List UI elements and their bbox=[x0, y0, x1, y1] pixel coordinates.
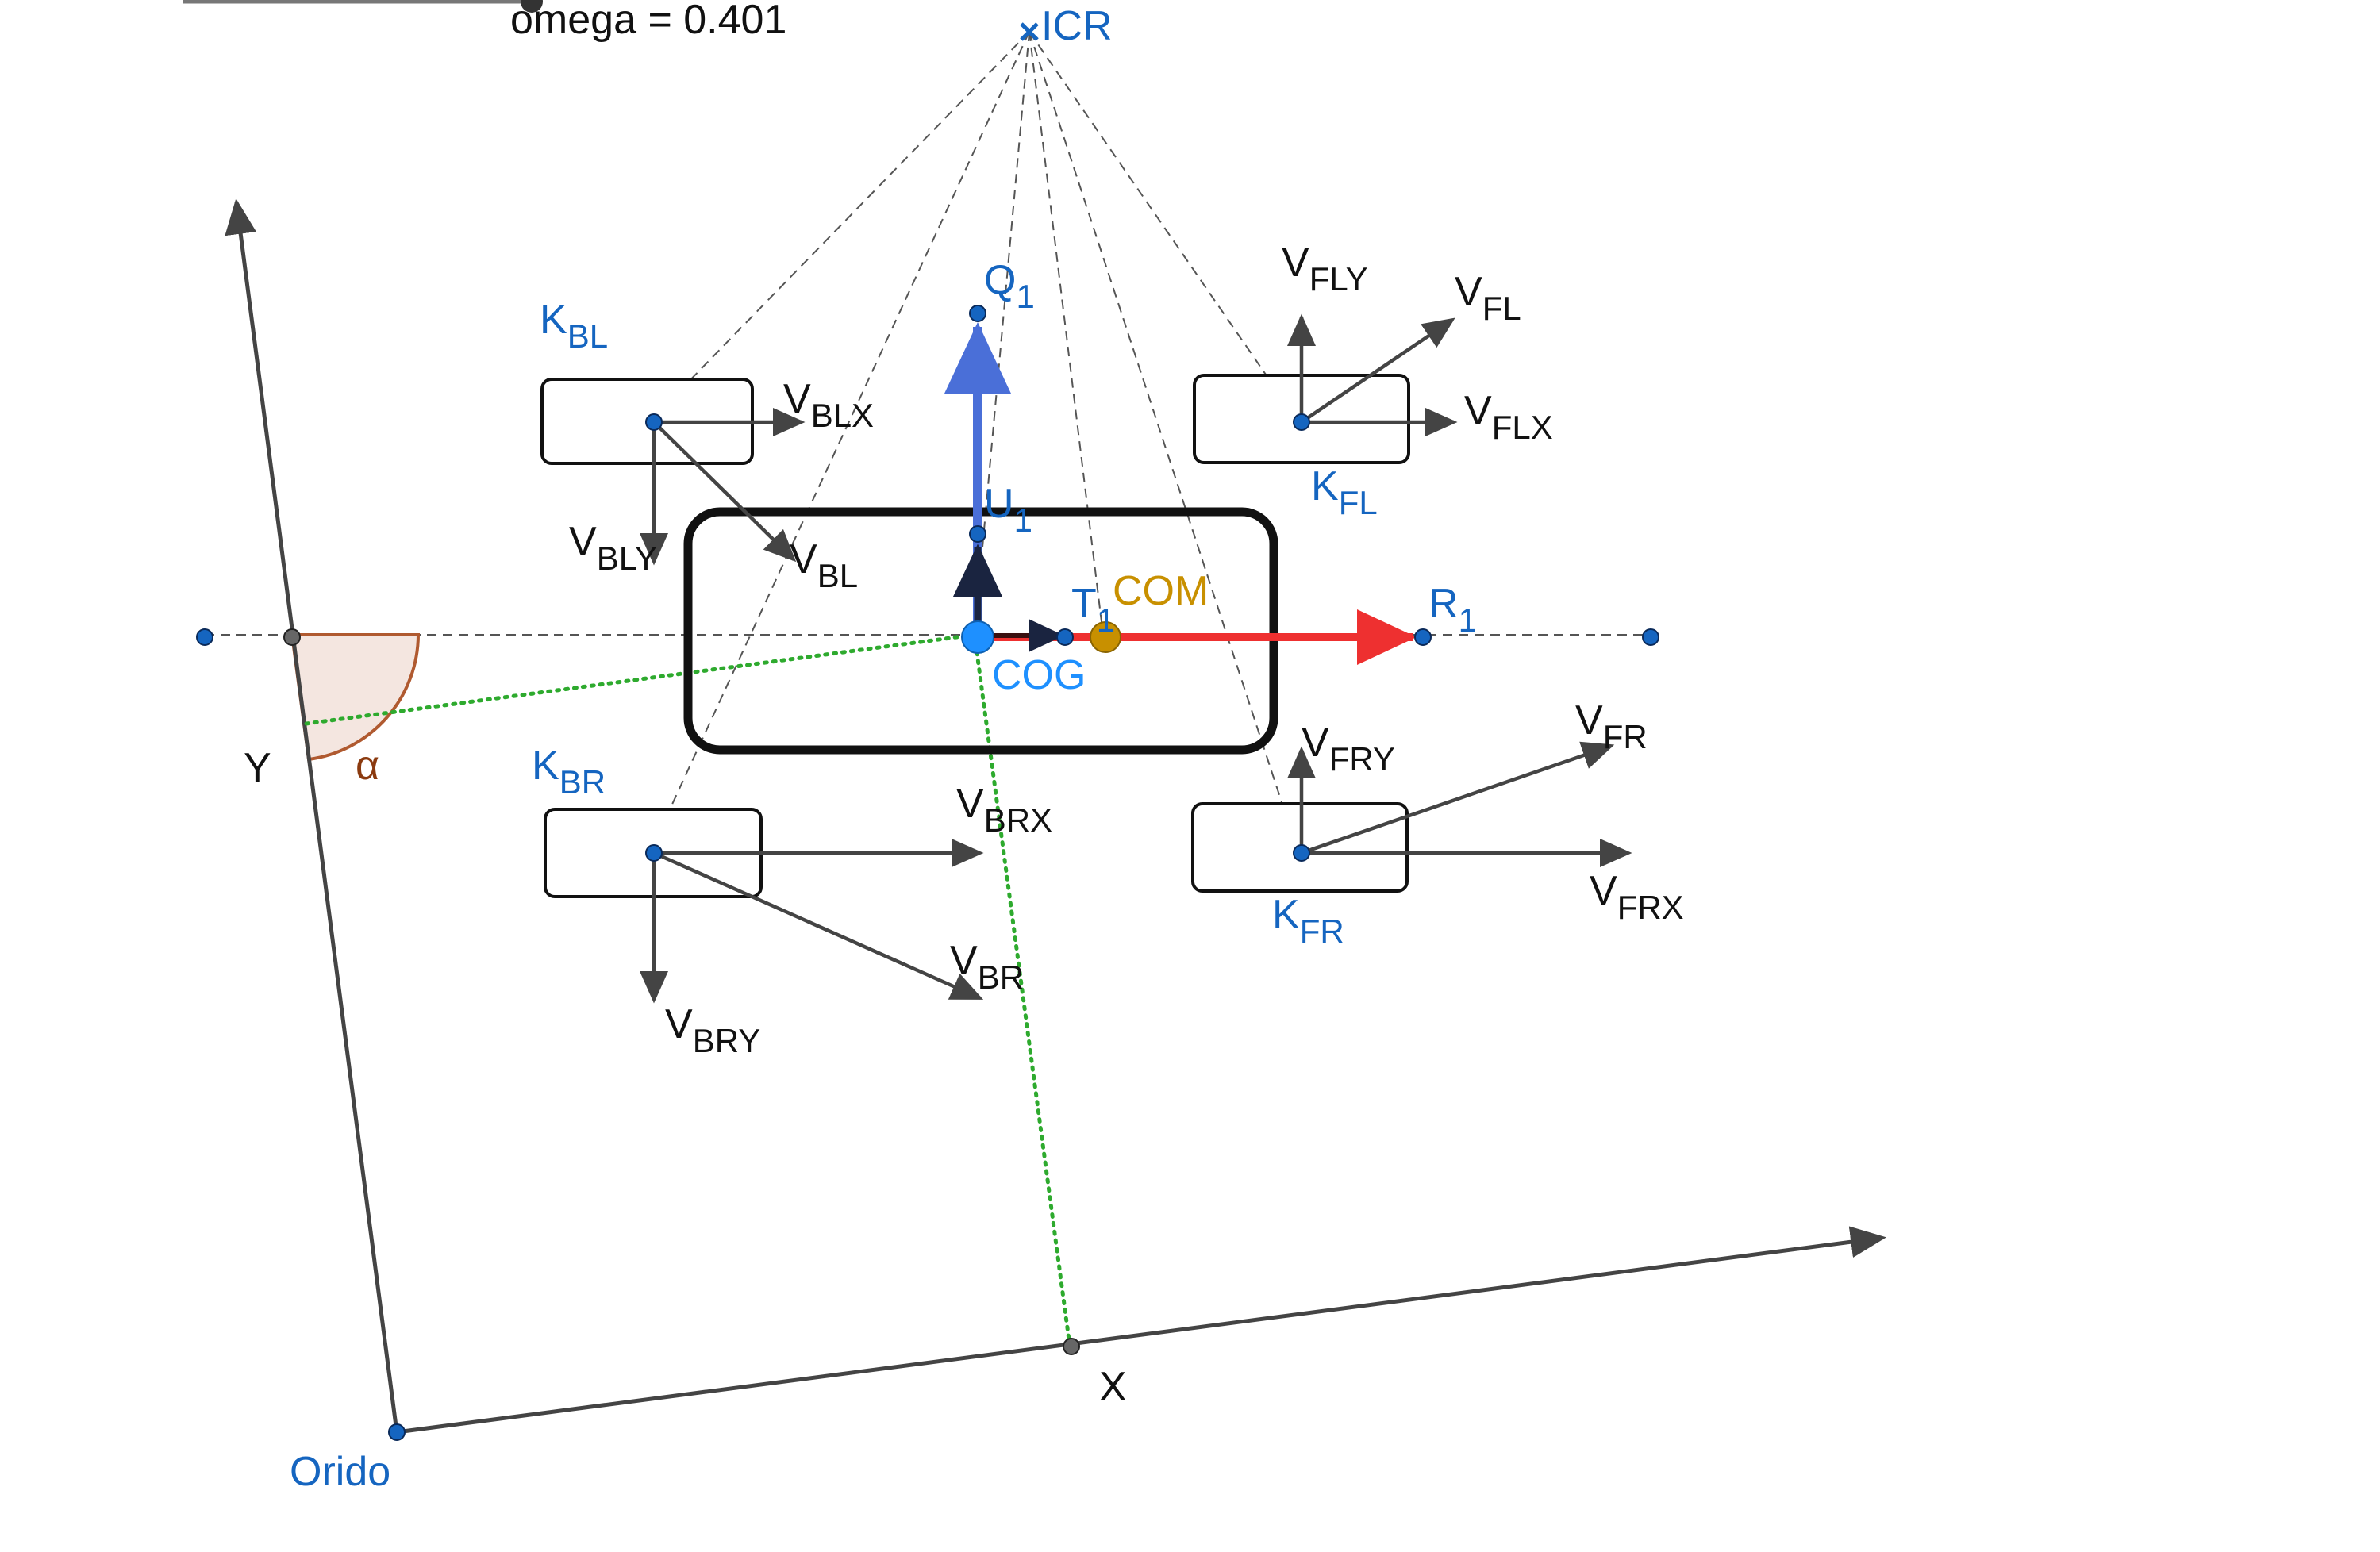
point-kfl[interactable] bbox=[1293, 413, 1310, 431]
icr-cross-icon[interactable] bbox=[1020, 22, 1039, 41]
x-axis-line bbox=[396, 1226, 1886, 1435]
point-kbr[interactable] bbox=[645, 844, 663, 862]
vector-vbl bbox=[652, 421, 797, 563]
point-y-intersection[interactable] bbox=[283, 628, 301, 646]
dash-icr-kbr bbox=[650, 31, 1030, 851]
label-kfl: KFL bbox=[1311, 463, 1378, 521]
label-cog: COG bbox=[992, 652, 1086, 698]
label-vfrx: VFRX bbox=[1590, 868, 1684, 926]
point-r1[interactable] bbox=[1414, 628, 1432, 646]
dash-icr-cog bbox=[974, 31, 1030, 636]
green-guide-cog-x bbox=[972, 632, 1072, 1348]
label-vbl: VBL bbox=[790, 536, 858, 594]
label-alpha: α bbox=[356, 743, 379, 789]
label-vflx: VFLX bbox=[1464, 388, 1553, 446]
label-icr: ICR bbox=[1041, 3, 1113, 49]
label-y-axis: Y bbox=[244, 745, 271, 791]
dash-icr-kfl bbox=[1029, 31, 1298, 421]
label-vbry: VBRY bbox=[665, 1001, 760, 1059]
dash-icr-com bbox=[1029, 31, 1104, 636]
point-u1[interactable] bbox=[969, 525, 986, 543]
y-axis-line bbox=[225, 198, 399, 1433]
slider-handle[interactable] bbox=[521, 0, 543, 13]
label-vblx: VBLX bbox=[783, 376, 874, 434]
green-guide-cog-y bbox=[304, 632, 977, 726]
point-kbl[interactable] bbox=[645, 413, 663, 431]
label-x-axis: X bbox=[1099, 1364, 1127, 1410]
point-right-end[interactable] bbox=[1642, 628, 1659, 646]
label-vfly: VFLY bbox=[1282, 240, 1368, 298]
omega-value-label: omega = 0.401 bbox=[510, 0, 786, 43]
label-vfl: VFL bbox=[1455, 269, 1521, 327]
vector-vfr bbox=[1301, 741, 1615, 855]
point-t1[interactable] bbox=[1056, 628, 1074, 646]
label-u1: U1 bbox=[984, 481, 1032, 539]
label-r1: R1 bbox=[1428, 581, 1477, 639]
label-vfr: VFR bbox=[1575, 697, 1648, 755]
label-vfry: VFRY bbox=[1302, 720, 1395, 778]
angle-alpha-wedge bbox=[290, 633, 421, 762]
label-com: COM bbox=[1113, 568, 1209, 614]
label-kbl: KBL bbox=[540, 297, 608, 355]
point-com[interactable] bbox=[1090, 621, 1121, 653]
label-kfr: KFR bbox=[1272, 892, 1344, 950]
point-left-end[interactable] bbox=[196, 628, 213, 646]
omega-slider[interactable] bbox=[183, 0, 543, 13]
label-t1: T1 bbox=[1071, 581, 1115, 639]
point-kfr[interactable] bbox=[1293, 844, 1310, 862]
label-q1: Q1 bbox=[984, 257, 1035, 315]
vector-vfl bbox=[1300, 317, 1455, 424]
label-kbr: KBR bbox=[532, 743, 606, 801]
label-vbr: VBR bbox=[950, 938, 1024, 996]
point-cog[interactable] bbox=[961, 620, 994, 654]
label-vbrx: VBRX bbox=[956, 781, 1052, 839]
point-x-intersection[interactable] bbox=[1063, 1338, 1080, 1355]
point-q1[interactable] bbox=[969, 305, 986, 322]
label-vbly: VBLY bbox=[569, 519, 657, 577]
dash-icr-kbl bbox=[650, 31, 1030, 421]
label-origin: Orido bbox=[290, 1449, 390, 1495]
point-origin[interactable] bbox=[388, 1423, 406, 1441]
dash-icr-kfr bbox=[1029, 31, 1298, 851]
vector-vbr bbox=[653, 851, 984, 1001]
